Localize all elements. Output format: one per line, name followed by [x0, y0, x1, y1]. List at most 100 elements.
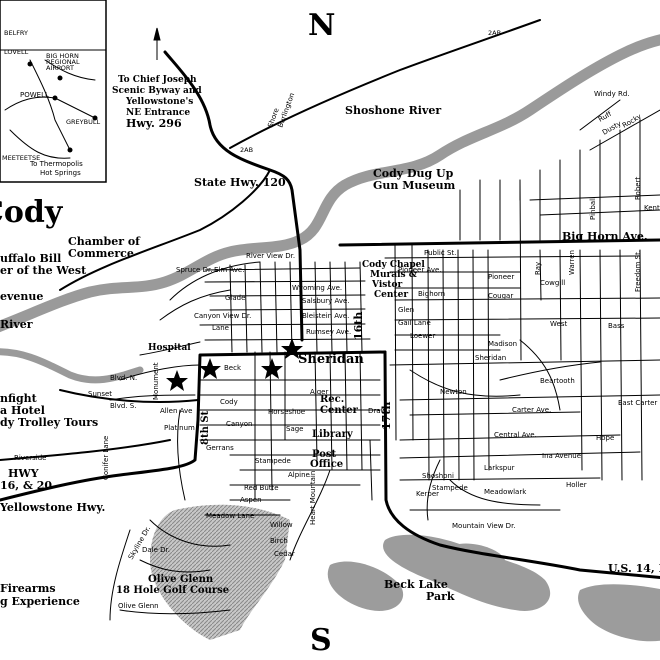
street-label: Alger [310, 388, 328, 396]
label-chief-joseph: Yellowstone's [125, 97, 193, 107]
street-label: Heart Mountain [309, 471, 317, 525]
street-label: Canyon [226, 420, 252, 428]
label-16th: 16th [352, 312, 365, 340]
label-post-office: Post [312, 449, 337, 460]
label-post-office: Office [310, 459, 343, 470]
street-label: Central Ave. [494, 431, 537, 439]
label-gunfight: dy Trolley Tours [0, 416, 98, 429]
label-hwy-296: Hwy. 296 [126, 117, 182, 130]
street-label: Conifer Lane [102, 436, 110, 480]
street-label: Red Butte [244, 484, 279, 492]
street-label: Canyon View Dr. [194, 312, 251, 320]
street-label: Dale Dr. [142, 546, 170, 554]
street-label: River View Dr. [246, 252, 295, 260]
street-label: Bleistein Ave. [302, 312, 349, 320]
label-gunfight: a Hotel [0, 404, 45, 417]
landmark-stars [166, 338, 303, 391]
street-label: Rumsey Ave. [306, 328, 351, 336]
star-icon [261, 358, 283, 379]
street-label: Meadowlark [484, 488, 527, 496]
street-label: Bighorn [418, 290, 445, 298]
label-8th: 8th St [200, 410, 211, 445]
street-label: Willow [270, 521, 293, 529]
label-olive-glenn: Olive Glenn [148, 574, 214, 585]
street-label: Olive Glenn [118, 602, 159, 610]
street-labels: Public St. Pioneer Ave. Pioneer Cougar G… [14, 90, 660, 610]
street-label: Gail Lane [398, 319, 431, 327]
label-chief-joseph: NE Entrance [126, 108, 190, 118]
street-label: Cougar [488, 292, 513, 300]
compass-north: N [308, 8, 335, 43]
inset-airport-label: BIG HORN [46, 52, 79, 60]
label-road-2ab: 2AB [240, 146, 253, 154]
street-label: Public St. [424, 249, 456, 257]
street-label: Pinball [589, 197, 597, 220]
inset-airport-label: REGIONAL [46, 58, 80, 66]
label-shoshone-river: Shoshone River [345, 104, 441, 117]
street-label: Alpine [288, 471, 310, 479]
street-label: Allen Ave [160, 407, 192, 415]
street-label: Hope [596, 434, 614, 442]
label-chapel: Vistor [371, 280, 402, 290]
street-label: Stampede [432, 484, 468, 492]
street-label: Sheridan [475, 354, 506, 362]
inset-town-label: GREYBULL [66, 118, 100, 126]
street-label: Cowgill [540, 279, 565, 287]
street-label: Madison [488, 340, 517, 348]
inset-powell-label: POWELL [20, 91, 49, 99]
street-label: Horseshoe [268, 408, 305, 416]
place-labels: To Chief Joseph Scenic Byway and Yellows… [0, 29, 660, 608]
street-label: Salsbury Ave. [302, 297, 350, 305]
street-label: East Carter [618, 399, 657, 407]
street-label: Stampede [255, 457, 291, 465]
street-label: Spruce Dr. [176, 266, 212, 274]
inset-airport-label: AIRPORT [46, 64, 74, 72]
label-olive-glenn: 18 Hole Golf Course [116, 585, 229, 596]
street-label: Meadow Lane [206, 512, 254, 520]
street-label: Aspen [240, 496, 262, 504]
label-library: Library [312, 429, 354, 440]
star-icon [166, 370, 188, 391]
major-highways [0, 19, 660, 580]
street-label: Newton [440, 388, 467, 396]
street-label: Wyoming Ave. [292, 284, 342, 292]
regional-inset-map: BELFRY LOVELL BIG HORN REGIONAL AIRPORT … [0, 0, 107, 183]
inset-town-label: BELFRY [4, 29, 28, 37]
street-label: Robert [634, 177, 642, 200]
label-sheridan: Sheridan [298, 352, 364, 367]
label-road-2ab: 2AB [488, 29, 501, 37]
street-label: Cody [220, 398, 238, 406]
street-label: Gerrans [206, 444, 234, 452]
label-yellowstone-hwy: Yellowstone Hwy. [0, 501, 105, 514]
label-evenue: evenue [0, 290, 43, 303]
street-label: Sunset [88, 390, 112, 398]
water-bodies [150, 504, 660, 642]
street-label: Dusty [601, 120, 623, 137]
street-label: Draw [368, 407, 387, 415]
street-label: Freedom St. [634, 250, 642, 292]
street-label: Cedar [274, 550, 295, 558]
street-label: Shoshoni [422, 472, 454, 480]
street-label: Skyline Dr. [127, 525, 152, 561]
street-label: Glade [225, 294, 245, 302]
inset-town-label: MEETEETSE [2, 154, 40, 162]
label-chapel: Center [374, 290, 408, 300]
label-state-hwy-120: State Hwy. 120 [194, 176, 286, 189]
shoshone-river [0, 34, 660, 384]
map-title: Cody [0, 195, 64, 230]
label-chamber: Commerce [68, 247, 134, 260]
label-buffalo-bill: er of the West [0, 264, 87, 277]
label-hwy: HWY [8, 467, 39, 480]
street-label: West [550, 320, 567, 328]
label-firearms: Firearms [0, 582, 56, 595]
label-beck-lake: Beck Lake [384, 578, 448, 591]
street-label: Mountain View Dr. [452, 522, 516, 530]
label-17th: 17th [380, 402, 393, 430]
star-icon [199, 358, 221, 379]
street-label: Larkspur [484, 464, 515, 472]
street-label: Glen [398, 306, 414, 314]
street-label: Ruff [597, 110, 613, 124]
street-label: Beartooth [540, 377, 575, 385]
street-label: Pioneer [488, 273, 514, 281]
street-label: Carter Ave. [512, 406, 551, 414]
